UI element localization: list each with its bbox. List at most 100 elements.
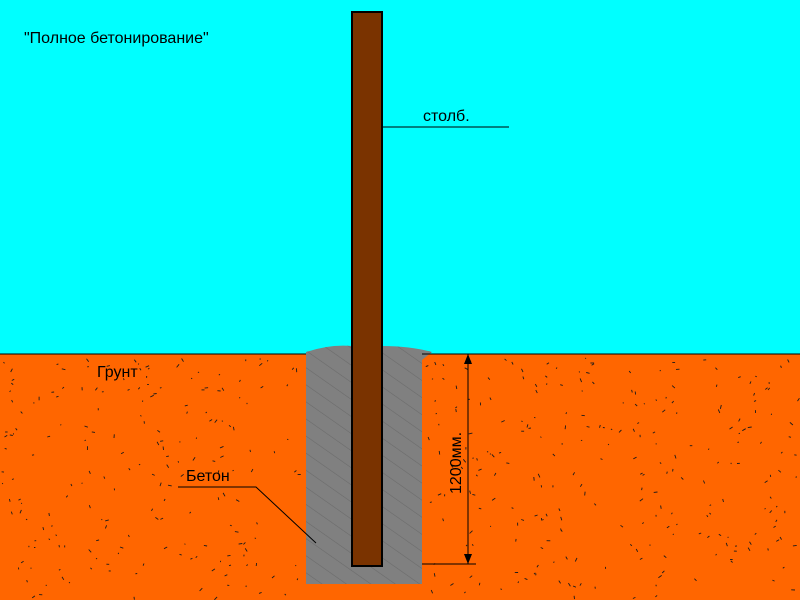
soil-speck [181,358,184,362]
soil-speck [500,588,503,590]
soil-speck [591,363,595,366]
soil-speck [156,441,160,446]
soil-speck [600,458,603,460]
soil-speck [221,420,224,422]
soil-speck [698,532,702,535]
soil-speck [294,470,297,473]
soil-speck [96,539,100,542]
soil-speck [138,463,141,466]
soil-speck [217,497,220,501]
soil-speck [792,544,797,547]
soil-speck [742,428,746,432]
soil-speck [10,511,13,515]
soil-speck [244,548,248,552]
soil-speck [471,544,474,546]
soil-speck [60,424,62,426]
soil-speck [469,490,471,494]
soil-speck [433,573,436,577]
soil-speck [568,582,571,587]
soil-speck [147,367,150,370]
soil-speck [61,368,66,371]
soil-speck [468,432,473,435]
soil-speck [755,375,757,378]
soil-label: Грунт [97,364,138,381]
soil-speck [572,585,577,588]
concrete-label: Бетон [186,468,230,485]
soil-speck [706,514,709,518]
soil-speck [70,483,73,487]
soil-speck [661,570,665,574]
soil-speck [643,403,646,405]
soil-speck [565,412,568,415]
soil-speck [122,378,125,381]
soil-speck [666,471,668,474]
soil-speck [8,498,11,502]
soil-speck [754,532,757,535]
soil-speck [103,476,106,479]
soil-speck [632,596,636,599]
soil-speck [9,390,11,393]
soil-speck [639,498,644,502]
soil-speck [455,385,458,390]
soil-speck [15,428,18,431]
soil-speck [217,470,220,474]
soil-speck [718,533,722,536]
soil-speck [199,587,203,592]
soil-speck [680,477,684,480]
soil-speck [180,473,184,477]
soil-speck [642,473,645,476]
soil-speck [504,358,507,361]
soil-speck [3,361,5,364]
soil-speck [120,451,125,455]
soil-speck [160,517,164,520]
soil-speck [20,411,23,414]
concrete-leader-line [178,486,317,544]
soil-speck [775,519,778,523]
soil-speck [719,404,722,410]
soil-speck [425,365,429,368]
soil-speck [166,455,169,458]
soil-speck [228,424,232,428]
soil-speck [442,377,445,380]
soil-speck [19,509,22,514]
soil-speck [437,493,442,496]
soil-speck [729,426,733,430]
soil-speck [639,557,643,560]
soil-speck [9,434,13,436]
soil-speck [663,555,667,559]
soil-speck [534,514,538,517]
soil-speck [760,441,762,444]
soil-speck [715,384,718,388]
soil-speck [189,511,192,514]
soil-speck [560,516,563,521]
soil-speck [11,378,15,381]
soil-speck [18,498,21,501]
soil-speck [533,572,536,575]
soil-speck [662,409,666,413]
soil-speck [592,381,595,385]
soil-speck [552,453,556,457]
soil-speck [572,472,575,476]
soil-speck [271,575,275,579]
soil-speck [434,399,436,402]
depth-label: 1200мм. [448,432,465,494]
soil-speck [671,385,676,389]
soil-speck [212,460,216,462]
soil-speck [642,522,644,525]
soil-speck [607,443,610,446]
soil-speck [564,425,567,430]
soil-speck [694,578,697,582]
soil-speck [430,589,434,594]
soil-speck [151,508,154,512]
soil-speck [747,547,751,552]
soil-speck [715,553,717,556]
soil-speck [133,359,137,363]
soil-speck [157,430,161,433]
soil-speck [659,369,662,372]
soil-speck [228,564,232,567]
soil-speck [184,543,186,545]
soil-speck [88,505,91,509]
soil-speck [55,534,57,537]
soil-speck [286,384,289,387]
soil-speck [581,390,583,392]
